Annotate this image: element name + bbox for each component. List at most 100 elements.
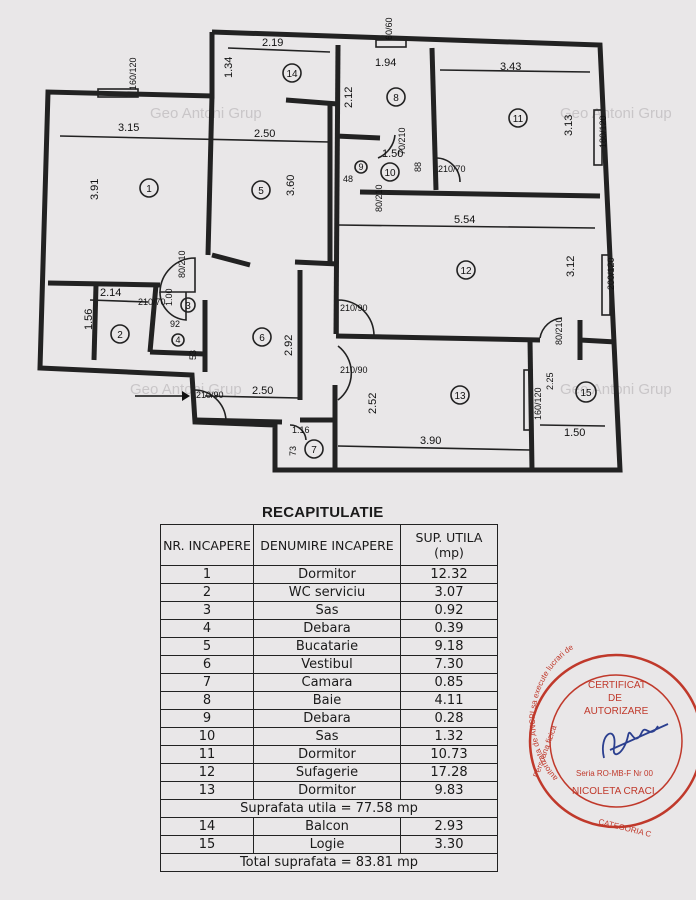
room-name-cell: Debara (253, 619, 401, 638)
room-area-cell: 9.83 (400, 781, 498, 800)
signature-icon (601, 723, 669, 759)
dimension-label: 2.52 (367, 393, 379, 414)
room-number: 15 (580, 388, 592, 399)
room-number-cell: 9 (160, 709, 254, 728)
column-header: NR. INCAPERE (160, 524, 254, 566)
dimension-label: 2.12 (343, 87, 355, 108)
dimension-label: 3.60 (285, 175, 297, 196)
window-label: 200/120 (606, 257, 616, 290)
door-label: 210/90 (196, 390, 224, 400)
door-label: 210/90 (340, 365, 368, 375)
stamp-line: CERTIFICAT (588, 680, 646, 691)
room-number: 6 (259, 333, 265, 344)
dimension-label: 1.16 (292, 425, 310, 435)
door-label: 210/70 (438, 164, 466, 174)
table-header-row: NR. INCAPERE DENUMIRE INCAPERE SUP. UTIL… (160, 524, 498, 566)
room-name-cell: WC serviciu (253, 583, 401, 602)
column-header: SUP. UTILA (mp) (400, 524, 498, 566)
recap-title: RECAPITULATIE (262, 504, 384, 521)
door-swings (159, 134, 563, 441)
room-number: 13 (454, 391, 466, 402)
entrance-arrow-icon (135, 391, 190, 401)
floor-plan: Geo Antoni Grup Geo Antoni Grup Geo Anto… (37, 17, 672, 473)
room-area-cell: 0.92 (400, 601, 498, 620)
room-name-cell: Baie (253, 691, 401, 710)
walls (37, 29, 623, 473)
room-number: 1 (146, 184, 152, 195)
room-number-cell: 5 (160, 637, 254, 656)
room-number: 11 (513, 114, 524, 125)
door-label: 80/210 (374, 184, 384, 212)
room-number-cell: 12 (160, 763, 254, 782)
dimension-label: 1.50 (564, 427, 585, 439)
room-number-cell: 11 (160, 745, 254, 764)
room-area-cell: 4.11 (400, 691, 498, 710)
room-number-cell: 14 (160, 817, 254, 836)
dimension-label: 2.14 (100, 287, 121, 299)
window-label: 180/120 (598, 115, 608, 148)
dimension-label: 92 (170, 319, 180, 329)
stamp-line: AUTORIZARE (584, 706, 649, 717)
room-name-cell: Sas (253, 601, 401, 620)
svg-text:autorizata de ANCPI sa execute: autorizata de ANCPI sa execute lucrari d… (528, 642, 575, 782)
room-number-cell: 7 (160, 673, 254, 692)
window-labels: 160/120 180/120 200/120 160/120 60/60 (128, 17, 616, 420)
dimension-label: 2.25 (545, 372, 555, 390)
room-area-cell: 0.28 (400, 709, 498, 728)
room-area-cell: 1.32 (400, 727, 498, 746)
room-name-cell: Sufagerie (253, 763, 401, 782)
door-labels: 80/210 210/70 210/90 210/90 210/90 70/21… (138, 127, 564, 400)
dimension-label: 3.15 (118, 122, 139, 134)
room-number: 9 (358, 162, 363, 172)
room-name-cell: Balcon (253, 817, 401, 836)
recap-table: NR. INCAPERE DENUMIRE INCAPERE SUP. UTIL… (160, 524, 498, 872)
dimension-label: 5.54 (454, 214, 475, 226)
dimension-label: 3.13 (563, 115, 575, 136)
room-number: 14 (286, 69, 298, 80)
window-label: 160/120 (128, 57, 138, 90)
column-header: DENUMIRE INCAPERE (253, 524, 401, 566)
room-number: 4 (175, 335, 180, 345)
dimension-label: 1.56 (83, 309, 95, 330)
room-area-cell: 9.18 (400, 637, 498, 656)
room-name-cell: Debara (253, 709, 401, 728)
room-area-cell: 3.30 (400, 835, 498, 854)
room-area-cell: 17.28 (400, 763, 498, 782)
door-label: 80/210 (177, 250, 187, 278)
dimension-label: 3.91 (89, 179, 101, 200)
door-label: 80/210 (554, 317, 564, 345)
room-number: 2 (117, 330, 123, 341)
dimension-label: 1.50 (382, 148, 403, 160)
watermark: Geo Antoni Grup (130, 381, 242, 398)
dimension-label: 1.34 (223, 57, 235, 78)
dimension-label: 1.00 (164, 288, 174, 306)
room-number-cell: 15 (160, 835, 254, 854)
room-area-cell: 10.73 (400, 745, 498, 764)
stamp-ring-text: autorizata de ANCPI sa execute lucrari d… (528, 642, 575, 782)
stamp-serie: Seria RO-MB-F Nr 00 (576, 769, 653, 778)
dimension-label: 73 (288, 446, 298, 456)
room-name-cell: Dormitor (253, 781, 401, 800)
room-number: 8 (393, 93, 399, 104)
dimension-label: 3.43 (500, 61, 521, 73)
windows (97, 39, 611, 431)
dimension-label: 1.94 (375, 57, 396, 69)
dimension-label: 88 (413, 162, 423, 172)
stamp-name: NICOLETA CRACI (572, 786, 655, 797)
room-number: 12 (460, 266, 472, 277)
dimension-label: 3.90 (420, 435, 441, 447)
dimension-label: 2.92 (283, 335, 295, 356)
dimension-label: 2.50 (254, 128, 275, 140)
room-area-cell: 7.30 (400, 655, 498, 674)
door-label: 70/210 (397, 127, 407, 155)
room-number-cell: 6 (160, 655, 254, 674)
